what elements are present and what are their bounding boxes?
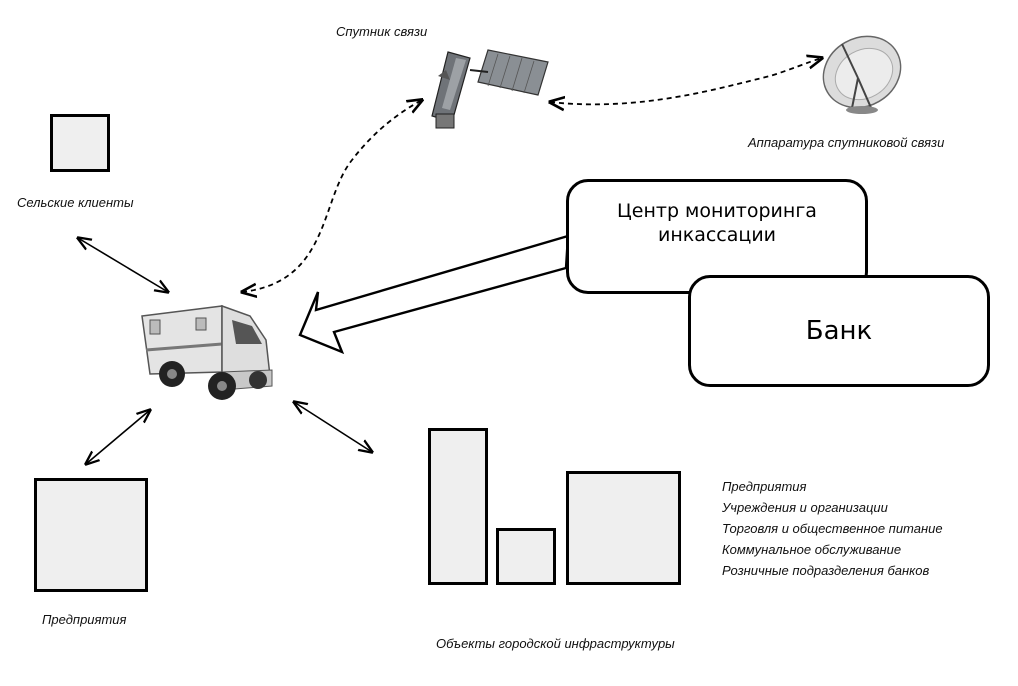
- satellite-label: Спутник связи: [336, 24, 428, 39]
- bank-node: Банк: [688, 275, 990, 387]
- armored-truck-icon: [141, 304, 273, 400]
- enterprises-label: Предприятия: [42, 612, 127, 627]
- infrastructure-medium-box: [566, 471, 681, 585]
- satellite-icon: [431, 49, 549, 129]
- infrastructure-list-item: Розничные подразделения банков: [722, 563, 930, 578]
- bank-label: Банк: [805, 316, 873, 346]
- infrastructure-small-box: [496, 528, 556, 585]
- monitoring-center-label: Центр мониторинга инкассации: [617, 199, 817, 246]
- infrastructure-tall-box: [428, 428, 488, 585]
- enterprises-box: [34, 478, 148, 592]
- city-infrastructure-label: Объекты городской инфраструктуры: [436, 636, 675, 651]
- infrastructure-list-item: Учреждения и организации: [722, 500, 888, 515]
- satellite-equipment-label: Аппаратура спутниковой связи: [748, 135, 945, 150]
- infrastructure-list-item: Коммунальное обслуживание: [722, 542, 902, 557]
- infrastructure-list-item: Торговля и общественное питание: [722, 521, 943, 536]
- rural-clients-box: [50, 114, 110, 172]
- monitoring-center-node: Центр мониторинга инкассации: [566, 179, 868, 294]
- rural-clients-label: Сельские клиенты: [17, 195, 134, 210]
- infrastructure-list-item: Предприятия: [722, 479, 807, 494]
- satellite-dish-icon: [822, 35, 902, 114]
